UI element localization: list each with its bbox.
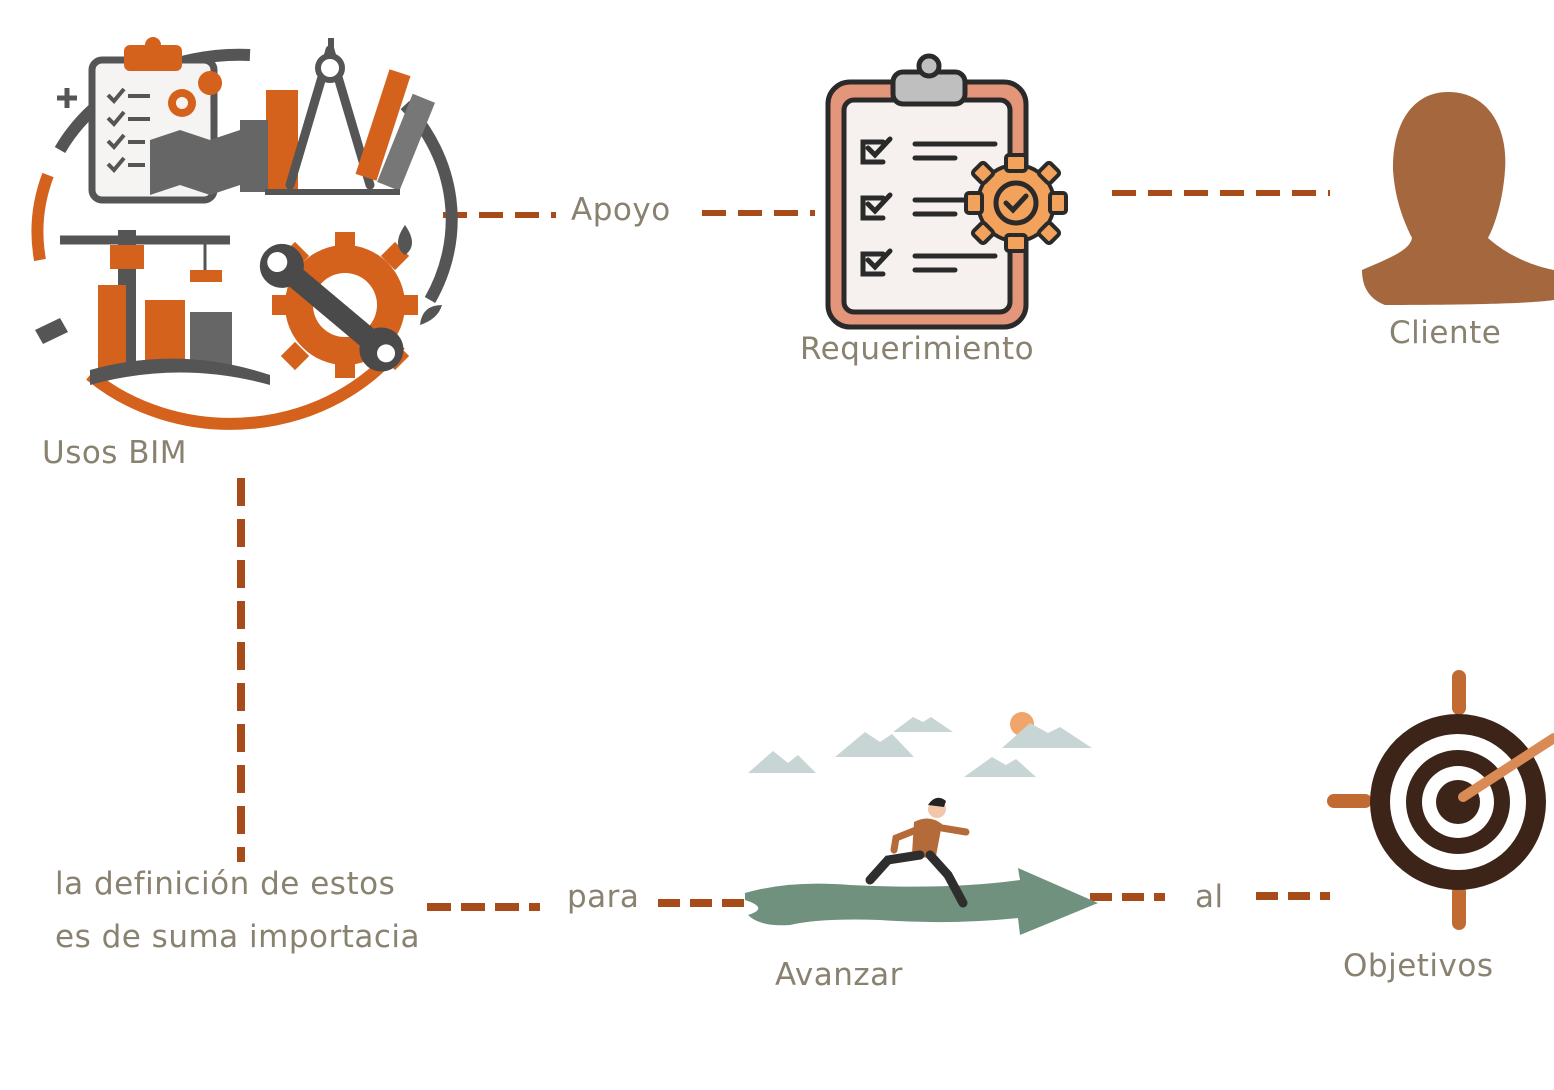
apoyo-label: Apoyo (571, 192, 671, 228)
person-silhouette-icon (1362, 92, 1554, 305)
bim-uses-collage-icon (31, 37, 458, 430)
definicion-label: la definición de estos es de suma import… (55, 866, 421, 955)
requerimiento-label: Requerimiento (800, 331, 1035, 367)
cliente-label: Cliente (1389, 315, 1502, 351)
objetivos-label: Objetivos (1343, 948, 1494, 984)
running-man-arrow-icon (745, 712, 1098, 935)
target-arrow-icon (1327, 670, 1554, 930)
usos-bim-label: Usos BIM (42, 435, 187, 471)
clipboard-checklist-gear-icon (825, 53, 1068, 330)
avanzar-label: Avanzar (775, 957, 903, 993)
para-label: para (567, 879, 640, 915)
al-label: al (1195, 879, 1224, 915)
